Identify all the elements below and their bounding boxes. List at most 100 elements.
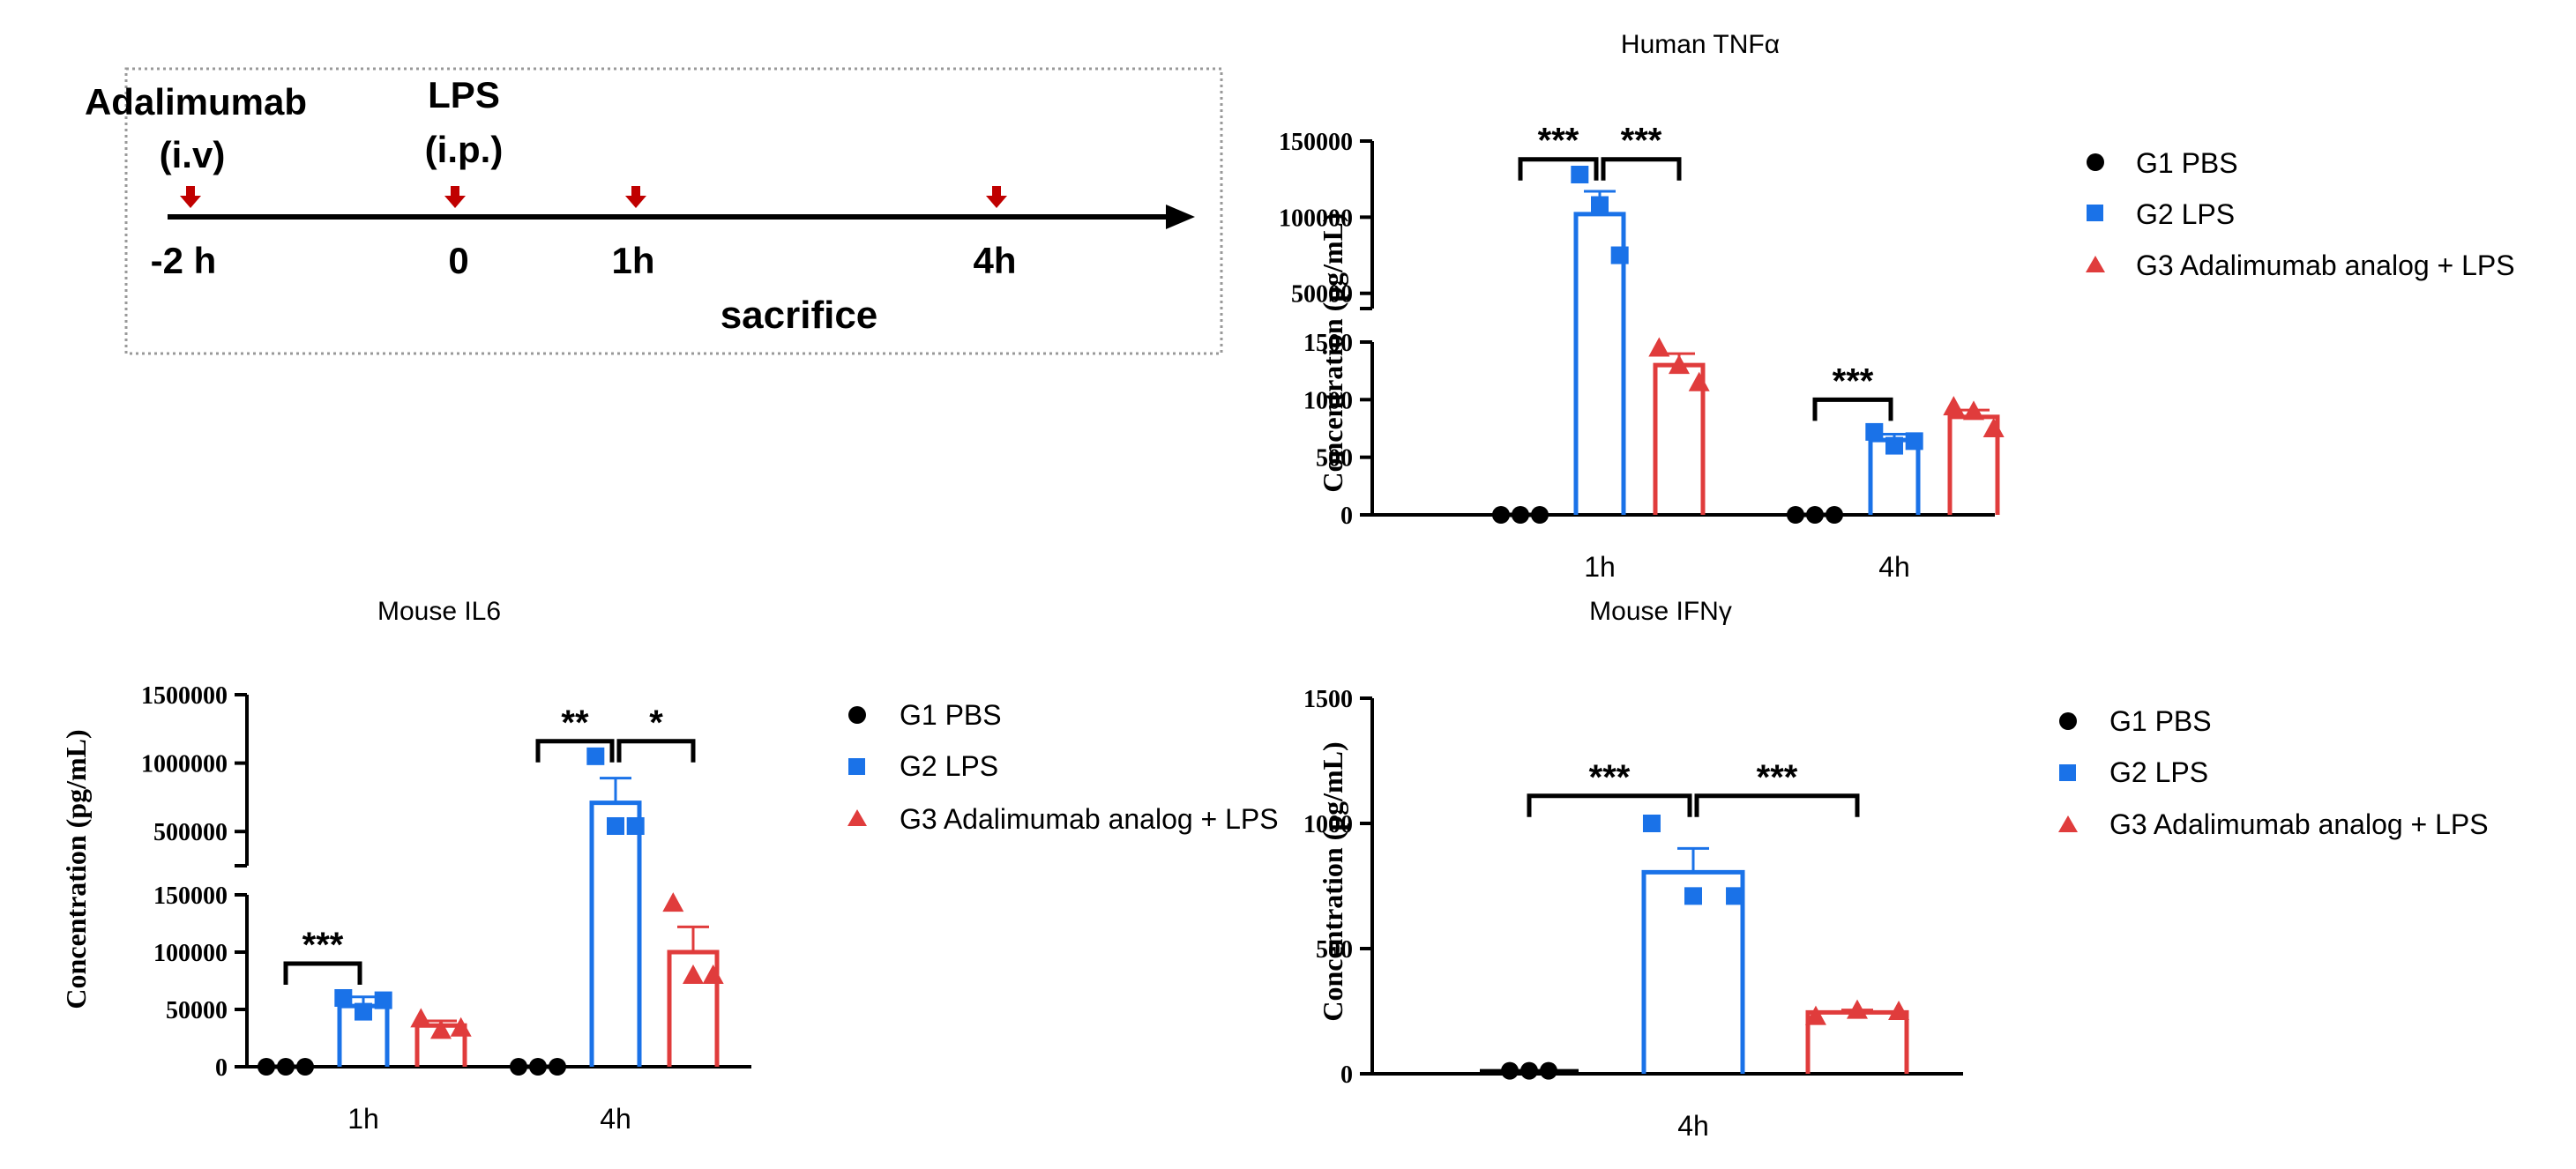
x-tick-label: 1h (347, 1103, 379, 1135)
y-tick-label: 0 (1340, 1061, 1353, 1089)
data-point-circle (296, 1058, 314, 1076)
legend-item-label: G1 PBS (900, 699, 1002, 731)
y-axis-label-il6: Concentration (pg/mL) (60, 729, 92, 1009)
chart-title-ifn: Mouse IFNγ (1589, 597, 1732, 626)
significance-label: *** (1757, 758, 1798, 797)
y-tick-label: 1000000 (141, 751, 228, 778)
y-tick-label: 1000 (1303, 811, 1353, 838)
data-point-circle (1826, 506, 1843, 524)
y-tick-label: 100000 (1279, 205, 1353, 232)
down-arrow-icon (444, 186, 466, 208)
legend-marker-circle (848, 706, 866, 724)
legend-marker-circle (2087, 153, 2104, 171)
legend-il6: G1 PBS G2 LPS G3 Adalimumab analog + LPS (847, 699, 1279, 835)
y-tick-label: 100000 (153, 940, 228, 967)
y-axis-label-tnf: Concentration (pg/mL) (1317, 212, 1348, 492)
data-point-triangle (1688, 371, 1710, 391)
legend-marker-triangle (2058, 815, 2078, 832)
axis-break-gap (1355, 314, 1367, 337)
significance-bracket (1694, 793, 1860, 817)
timeline-tick-0: 0 (448, 240, 468, 281)
data-point-triangle (450, 1016, 472, 1037)
significance-label: *** (1538, 122, 1579, 160)
data-point-square (1684, 887, 1702, 905)
legend-item-label: G3 Adalimumab analog + LPS (2136, 249, 2515, 281)
timeline-drug-label: Adalimumab (85, 81, 307, 123)
data-point-triangle (683, 964, 704, 984)
significance-bracket (616, 739, 696, 763)
timeline-sacrifice-label: sacrifice (721, 294, 878, 337)
data-point-square (1865, 422, 1884, 441)
data-point-circle (1520, 1061, 1538, 1080)
data-point-square (1610, 246, 1629, 264)
legend-marker-square (2059, 764, 2076, 781)
legend-marker-square (848, 758, 865, 775)
x-tick-label: 4h (1677, 1110, 1709, 1142)
y-tick-label: 0 (215, 1054, 228, 1082)
legend-marker-square (2087, 205, 2103, 221)
significance-label: *** (1589, 758, 1631, 797)
data-point-square (1642, 815, 1661, 832)
data-point-circle (277, 1058, 295, 1076)
y-tick-label: 1500 (1303, 330, 1353, 357)
data-point-triangle (1943, 396, 1965, 416)
timeline-frame (124, 67, 1223, 355)
data-point-circle (549, 1058, 566, 1076)
significance-bracket (283, 961, 362, 985)
data-point-square (374, 991, 392, 1009)
legend-item-label: G3 Adalimumab analog + LPS (2109, 808, 2489, 840)
data-point-circle (510, 1058, 527, 1076)
data-point-triangle (1888, 1001, 1910, 1020)
data-point-triangle (1669, 354, 1690, 375)
legend-item-label: G1 PBS (2136, 147, 2238, 179)
legend-item-label: G1 PBS (2109, 705, 2212, 737)
data-point-triangle (1804, 1005, 1826, 1025)
significance-label: ** (561, 704, 589, 742)
axis-break-gap (229, 871, 242, 890)
data-point-triangle (1982, 418, 2005, 437)
legend-ifn: G1 PBS G2 LPS G3 Adalimumab analog + LPS (2058, 705, 2489, 840)
legend-marker-circle (2059, 712, 2077, 730)
legend-marker-triangle (2086, 256, 2105, 272)
data-point-triangle (430, 1019, 452, 1039)
chart-plot-ifn: 0 500 1000 1500 4h *** *** (1303, 686, 1963, 1142)
significance-label: *** (1833, 361, 1874, 400)
data-point-square (334, 989, 353, 1007)
y-tick-label: 150000 (1279, 129, 1353, 156)
data-point-circle (1492, 506, 1510, 524)
y-tick-label: 150000 (153, 882, 228, 910)
data-point-square (1726, 887, 1744, 905)
timeline-drug-route: (i.v) (160, 134, 226, 175)
significance-bracket (1527, 793, 1692, 817)
data-point-square (355, 1002, 372, 1021)
bar (589, 800, 642, 1067)
timeline-lps-label: LPS (428, 74, 500, 115)
y-tick-label: 1000 (1303, 387, 1353, 414)
legend-item-label: G2 LPS (2136, 198, 2235, 230)
data-point-circle (1512, 506, 1529, 524)
x-tick-label: 4h (1878, 551, 1910, 583)
data-point-square (607, 816, 624, 835)
y-tick-label: 500 (1316, 445, 1353, 473)
down-arrow-icon (986, 186, 1007, 208)
data-point-circle (258, 1058, 275, 1076)
data-point-square (626, 816, 645, 835)
down-arrow-icon (180, 186, 201, 208)
data-point-square (1571, 166, 1589, 183)
data-point-triangle (1648, 337, 1670, 357)
y-tick-label: 1500000 (141, 682, 228, 710)
y-tick-label: 50000 (1291, 281, 1353, 309)
y-tick-label: 500 (1316, 936, 1353, 964)
significance-label: *** (302, 926, 344, 964)
y-tick-label: 1500 (1303, 686, 1353, 713)
data-point-circle (529, 1058, 547, 1076)
significance-bracket (1601, 157, 1682, 181)
significance-label: *** (1621, 122, 1662, 160)
data-point-circle (1787, 506, 1804, 524)
y-tick-label: 500000 (153, 819, 228, 846)
chart-title-tnf: Human TNFα (1621, 30, 1780, 59)
significance-bracket (1518, 157, 1599, 181)
data-point-triangle (702, 964, 724, 984)
data-point-square (1905, 432, 1923, 450)
